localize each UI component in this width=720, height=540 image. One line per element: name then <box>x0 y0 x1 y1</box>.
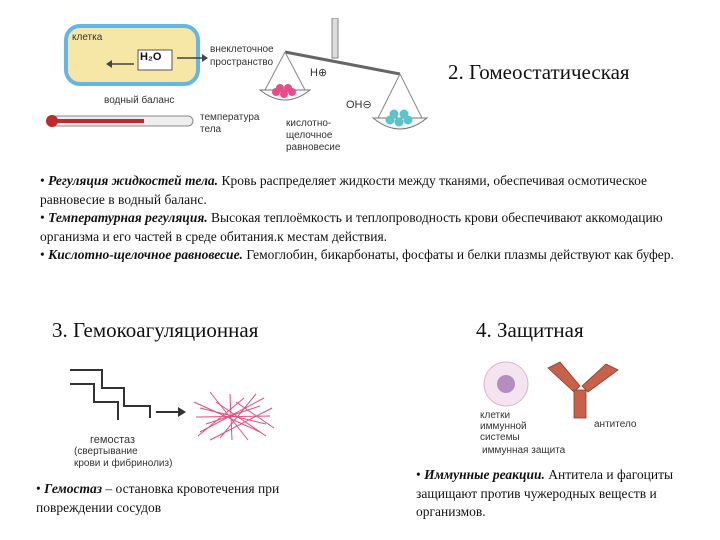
temperature-label-1: темпера­тура <box>200 112 260 123</box>
extracellular-label-2: пространство <box>210 57 274 68</box>
section4-title: 4. Защитная <box>476 318 584 342</box>
bullet-fluid-regulation: • Регуляция жидкостей тела. Кровь распре… <box>40 173 648 207</box>
bullet-term: Кислотно-щелочное равновесие. <box>48 247 243 262</box>
oh-ion-label: OH⊖ <box>346 99 372 111</box>
section4-text: • Иммунные реакции. Антитела и фагоциты … <box>416 467 674 519</box>
homeostasis-illustration <box>46 17 429 130</box>
bullet-text: Кровь распределяет жидкости между тканям… <box>40 173 648 207</box>
section2-text: • Регуляция жидкостей тела. Кровь распре… <box>40 172 680 265</box>
bullet-term: Гемостаз <box>44 481 103 496</box>
bullet-text: Гемоглобин, бикарбонаты, фосфаты и белки… <box>242 247 674 262</box>
fibrin-mesh <box>193 391 275 441</box>
section3-text: • Гемостаз – остановка кровотечения при … <box>36 481 280 515</box>
immune-diagram <box>476 358 626 420</box>
homeostasis-diagram <box>40 17 460 163</box>
immune-cells-label-2: иммунной <box>480 421 527 432</box>
hemostasis-label-3: крови и фибринолиз) <box>74 458 173 469</box>
scale-beam <box>284 50 401 76</box>
immune-caption: иммунная защита <box>482 445 566 456</box>
antibody-label: антитело <box>594 419 637 430</box>
acid-base-label-3: равновесие <box>286 142 341 153</box>
bullet-acid-base-balance: • Кислотно-щелочное равновесие. Гемоглоб… <box>40 247 674 262</box>
water-label: H₂O <box>140 51 162 63</box>
extracellular-label-1: внеклеточное <box>210 44 274 55</box>
bullet-term: Регуляция жидкостей тела. <box>48 173 219 188</box>
cell-label: клетка <box>72 32 103 43</box>
section3-title: 3. Гемокоагуляционная <box>52 318 259 342</box>
antibody-shape <box>547 361 619 419</box>
immune-cells-label-1: клетки <box>480 410 511 421</box>
bullet-text: Антитела и фагоциты защищают против чуже… <box>416 467 674 519</box>
bullet-text: – остановка кровотечения при повреждении… <box>36 481 280 515</box>
acid-base-label-1: кислотно- <box>286 118 332 129</box>
scale-stand <box>331 17 339 59</box>
bullet-text: Высокая теплоёмкость и теплопроводность … <box>40 210 663 244</box>
section2-title: 2. Гомеостатическая <box>448 60 630 84</box>
hemostasis-label-1: гемостаз <box>90 434 136 446</box>
hemostasis-label-2: (свертывание <box>74 446 138 457</box>
immune-illustration <box>483 361 619 419</box>
h-ion-label: H⊕ <box>310 67 328 79</box>
water-balance-label: водный баланс <box>104 95 175 106</box>
hemostasis-diagram <box>60 362 280 442</box>
bullet-term: Иммунные реакции. <box>424 467 545 482</box>
hemostasis-illustration <box>70 369 275 441</box>
immune-cells-label-3: системы <box>480 432 520 443</box>
bullet-temperature-regulation: • Температурная регуляция. Высокая тепло… <box>40 210 663 244</box>
acid-base-label-2: щелочное <box>286 130 333 141</box>
bullet-term: Температурная регуляция. <box>48 210 208 225</box>
temperature-label-2: тела <box>200 124 222 135</box>
